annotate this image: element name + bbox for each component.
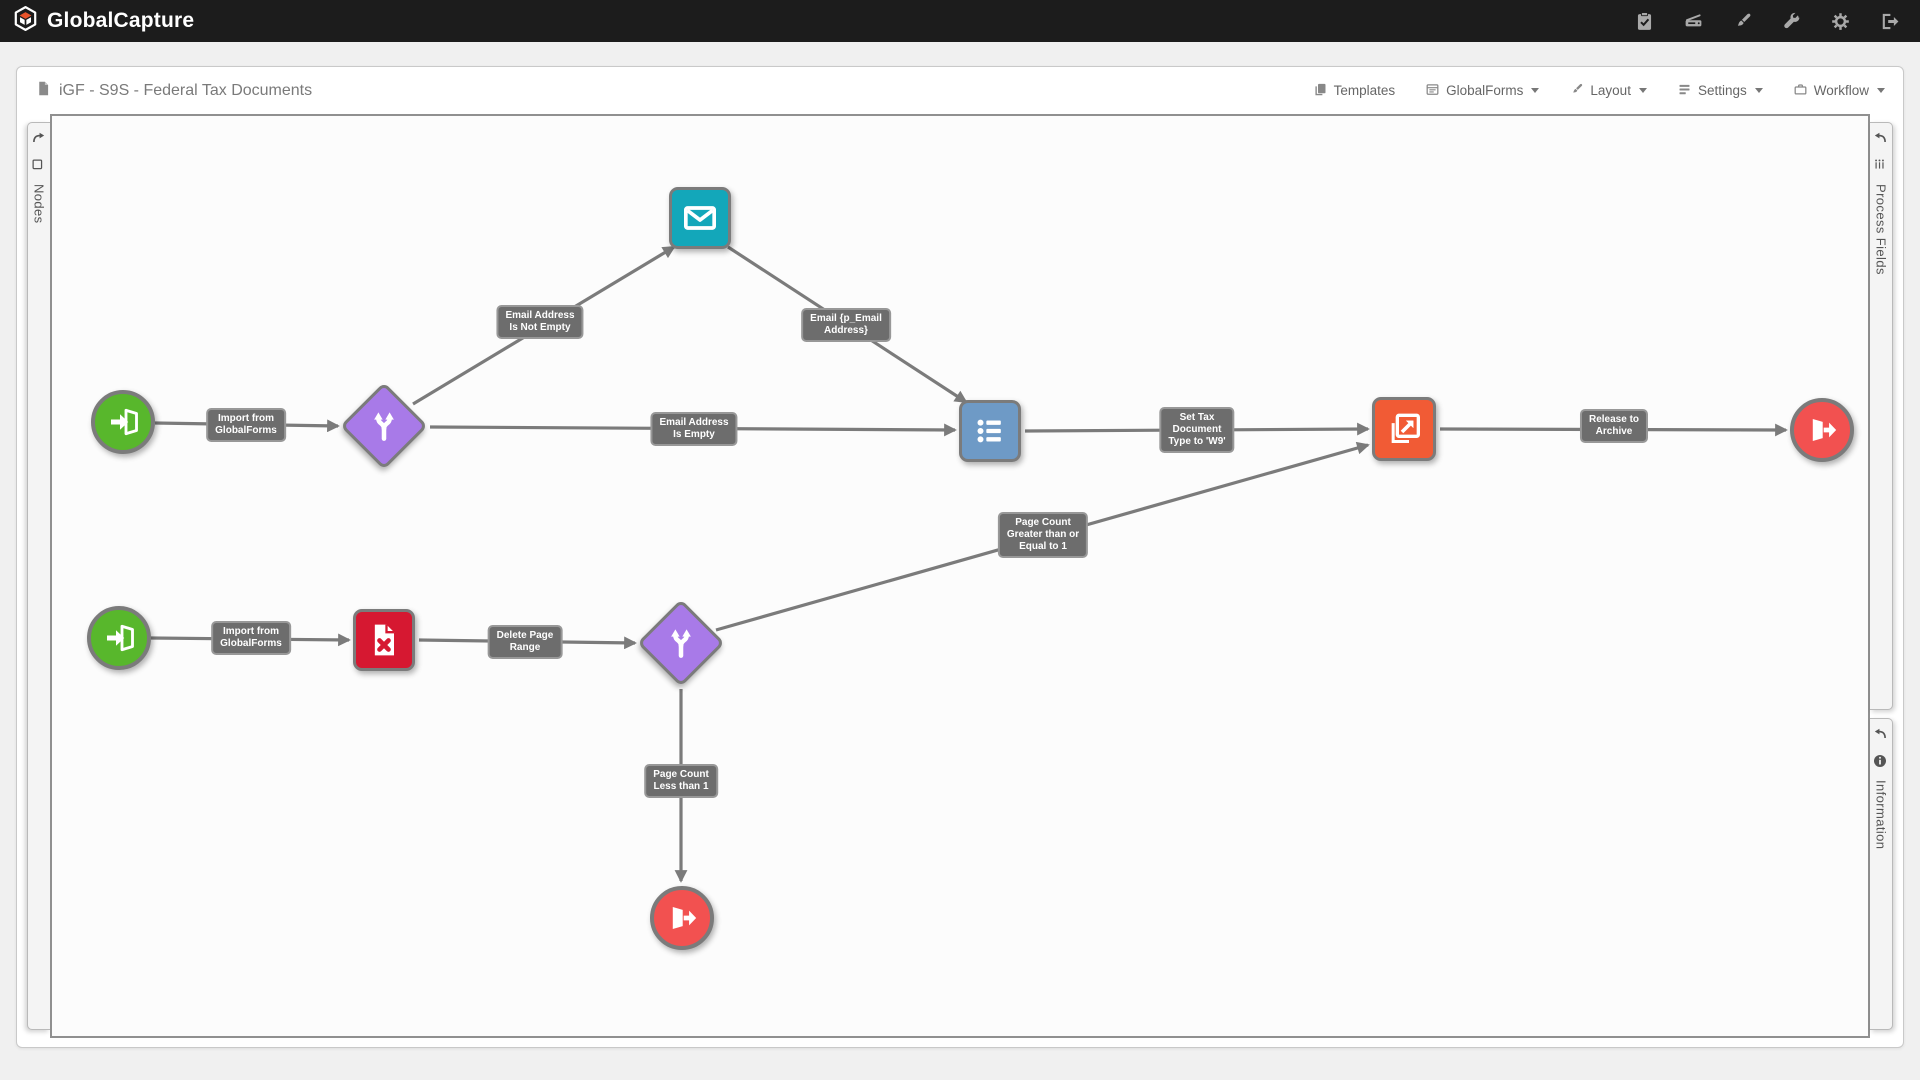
menu-label: GlobalForms [1446, 83, 1524, 98]
menu-label: Settings [1697, 83, 1747, 98]
branch-page-count-node[interactable] [637, 599, 725, 687]
menu-label: Workflow [1813, 83, 1869, 98]
gear-icon[interactable] [1829, 10, 1851, 32]
edge-label[interactable]: Page Count Greater than or Equal to 1 [997, 512, 1089, 558]
wrench-icon[interactable] [1780, 10, 1802, 32]
chevron-down-icon [1754, 88, 1763, 93]
sign-out-icon[interactable] [1878, 10, 1900, 32]
field-list-icon [1872, 157, 1890, 175]
menu-templates[interactable]: Templates [1313, 82, 1396, 100]
workflow-icon [1793, 82, 1808, 100]
set-process-field-node[interactable] [959, 400, 1021, 462]
validate-clipboard-icon[interactable] [1633, 10, 1655, 32]
menu-workflow[interactable]: Workflow [1793, 82, 1885, 100]
edge-label[interactable]: Email Address Is Empty [650, 412, 738, 446]
brush-icon[interactable] [1731, 10, 1753, 32]
brand[interactable]: GlobalCapture [12, 5, 194, 37]
edge-label[interactable]: Email {p_Email Address} [801, 308, 891, 342]
settings-icon [1677, 82, 1692, 100]
list-icon [970, 411, 1010, 451]
branch-icon [665, 627, 697, 659]
workflow-designer-panel: iGF - S9S - Federal Tax Documents Templa… [16, 66, 1904, 1048]
nodes-panel-tab[interactable]: Nodes [27, 122, 50, 1030]
edge-label[interactable]: Set Tax Document Type to 'W9' [1159, 407, 1235, 453]
process-fields-panel-tab[interactable]: Process Fields [1870, 122, 1893, 710]
import-door-icon [105, 404, 141, 440]
delete-pages-node[interactable] [353, 609, 415, 671]
end-exit-node-2[interactable] [650, 886, 714, 950]
header-menus: Templates GlobalForms Layout Settings Wo… [1313, 82, 1885, 100]
email-icon [680, 198, 720, 238]
chevron-down-icon [1877, 88, 1885, 93]
workflow-title-group: iGF - S9S - Federal Tax Documents [35, 80, 312, 102]
menu-globalforms[interactable]: GlobalForms [1425, 82, 1540, 100]
send-email-node[interactable] [669, 187, 731, 249]
empty-square-icon [30, 157, 48, 175]
workflow-canvas[interactable]: Import from GlobalForms Email Address Is … [50, 114, 1870, 1038]
information-panel-label: Information [1873, 780, 1889, 850]
start-import-node-1[interactable] [91, 390, 155, 454]
edge-label[interactable]: Import from GlobalForms [211, 621, 291, 655]
topbar-actions [1633, 10, 1900, 32]
menu-label: Templates [1333, 83, 1396, 98]
export-icon [1384, 409, 1424, 449]
info-circle-icon [1872, 753, 1890, 771]
redo-arrow-icon[interactable] [30, 130, 48, 148]
edge-label[interactable]: Delete Page Range [487, 625, 563, 659]
panel-header: iGF - S9S - Federal Tax Documents Templa… [17, 67, 1903, 114]
start-import-node-2[interactable] [87, 606, 151, 670]
globalforms-icon [1425, 82, 1440, 100]
menu-settings[interactable]: Settings [1677, 82, 1763, 100]
top-app-bar: GlobalCapture [0, 0, 1920, 42]
process-fields-panel-label: Process Fields [1873, 184, 1889, 275]
edge-label[interactable]: Import from GlobalForms [206, 408, 286, 442]
menu-label: Layout [1590, 83, 1631, 98]
branch-icon [368, 410, 400, 442]
import-door-icon [101, 620, 137, 656]
edge-label[interactable]: Email Address Is Not Empty [496, 305, 584, 339]
release-node[interactable] [1372, 397, 1436, 461]
scanner-icon[interactable] [1682, 10, 1704, 32]
document-icon [35, 80, 52, 102]
chevron-down-icon [1638, 88, 1647, 93]
page-title: iGF - S9S - Federal Tax Documents [59, 81, 313, 99]
globalcapture-logo-icon [12, 5, 39, 37]
exit-door-icon [665, 901, 699, 935]
delete-page-icon [364, 620, 404, 660]
chevron-down-icon [1531, 88, 1540, 93]
templates-icon [1313, 82, 1328, 100]
undo-arrow-icon[interactable] [1872, 130, 1890, 148]
undo-arrow-icon[interactable] [1872, 726, 1890, 744]
exit-door-icon [1805, 413, 1839, 447]
edge-label[interactable]: Page Count Less than 1 [644, 764, 718, 798]
information-panel-tab[interactable]: Information [1870, 718, 1893, 1030]
layout-brush-icon [1569, 82, 1584, 100]
branch-email-check-node[interactable] [340, 382, 428, 470]
workspace: Nodes Import from GlobalForms Email Addre… [27, 114, 1893, 1038]
brand-name: GlobalCapture [47, 9, 195, 32]
menu-layout[interactable]: Layout [1569, 82, 1647, 100]
end-exit-node-1[interactable] [1790, 398, 1854, 462]
nodes-panel-label: Nodes [31, 184, 47, 224]
edge-label[interactable]: Release to Archive [1579, 409, 1649, 443]
